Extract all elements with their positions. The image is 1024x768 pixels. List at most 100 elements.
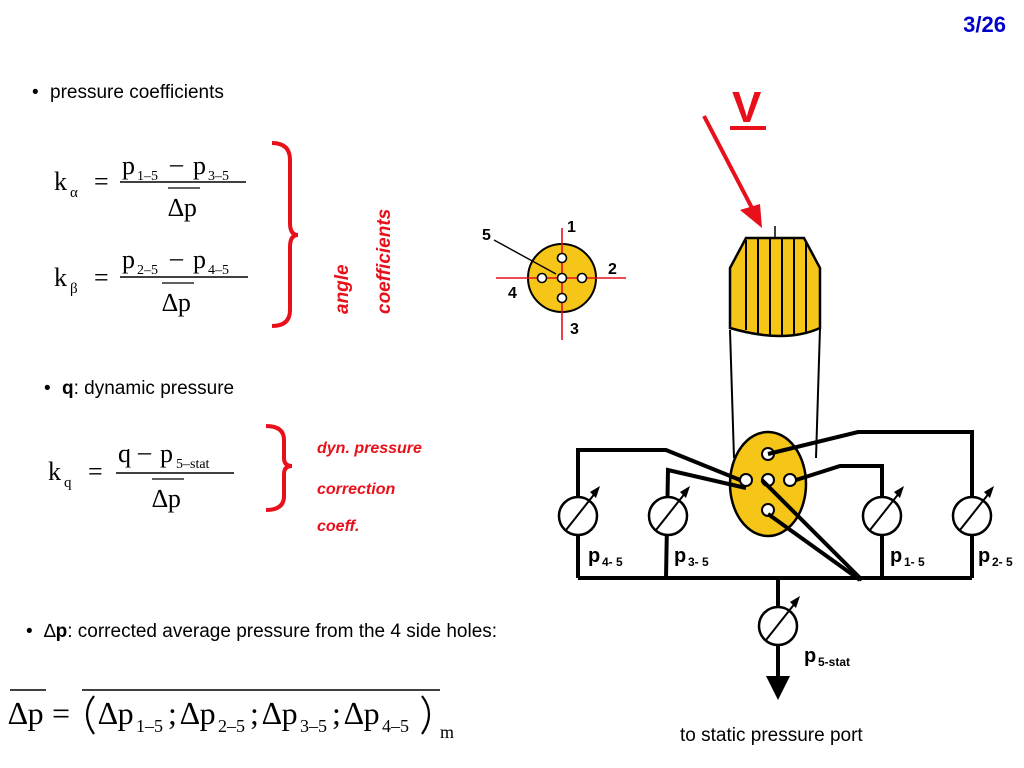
probe-tip	[728, 226, 822, 338]
dp-sep-2: ;	[250, 695, 259, 731]
formula-kq: k q = q – p 5–stat ∆p	[48, 437, 234, 513]
angle-coefficients-label: angle coefficients	[332, 209, 395, 314]
k-alpha-den: ∆p	[168, 193, 197, 222]
bullet-dot: •	[44, 378, 51, 399]
hole-5-leader	[493, 239, 557, 275]
dp-t1-sub: 1–5	[136, 716, 163, 736]
q-text: : dynamic pressure	[73, 378, 235, 399]
k-beta-sub: β	[70, 281, 78, 297]
bullet-text: pressure coefficients	[50, 82, 224, 103]
brace-dyn-path	[265, 424, 293, 512]
dp-t2: ∆p	[180, 695, 216, 731]
dp-text: : corrected average pressure from the 4 …	[67, 621, 498, 642]
formula-dp-average: ∆p = ∆p 1–5 ; ∆p 2–5 ; ∆p 3–5 ; ∆p 4–5 m	[8, 689, 454, 742]
gauge-label-sub-5-stat: 5-stat	[818, 655, 850, 669]
k-alpha-num-a-sub: 1–5	[137, 169, 158, 184]
label-coefficients: coefficients	[374, 209, 395, 314]
k-beta-minus: –	[169, 243, 184, 272]
hole-4	[536, 272, 548, 284]
hole-5	[556, 272, 568, 284]
k-beta-den: ∆p	[162, 288, 191, 317]
dp-sep-1: ;	[168, 695, 177, 731]
kq-num-a: q	[118, 439, 131, 468]
bullet-dot: •	[32, 82, 39, 103]
dp-lhs: ∆p	[8, 695, 44, 731]
gauge-label-p-1-5: p	[890, 545, 902, 567]
hole-label-3: 3	[570, 321, 579, 338]
bullet-delta-p: • ∆p: corrected average pressure from the…	[26, 621, 497, 643]
gauge-label-sub-3-5: 3- 5	[688, 555, 709, 569]
hole-1	[556, 252, 568, 264]
bullet-dot: •	[26, 621, 33, 642]
k-beta-num-b: p	[193, 245, 206, 274]
probe-head-diagram: 1 2 3 4 5	[482, 219, 626, 340]
k-alpha-num-b: p	[193, 151, 206, 180]
hole-label-2: 2	[608, 261, 617, 278]
gauge-label-p-4-5: p	[588, 545, 600, 567]
k-alpha-sub: α	[70, 185, 78, 201]
label-angle: angle	[332, 264, 353, 314]
kq-den: ∆p	[152, 484, 181, 513]
k-beta-num-a: p	[122, 245, 135, 274]
paren-right	[421, 695, 431, 735]
gauge-label-p-2-5: p	[978, 545, 990, 567]
label-dyn-pressure: dyn. pressure	[317, 440, 422, 457]
dp-t1: ∆p	[98, 695, 134, 731]
hole-label-5: 5	[482, 227, 491, 244]
dp-eq: =	[52, 695, 70, 731]
hole-3	[556, 292, 568, 304]
kq-eq: =	[88, 457, 103, 486]
base-hole-4	[739, 473, 753, 487]
label-coeff: coeff.	[317, 518, 360, 535]
k-beta-num-b-sub: 4–5	[208, 263, 229, 278]
static-port-caption: to static pressure port	[680, 725, 863, 746]
page-number: 3/26	[963, 12, 1006, 37]
kq-minus: –	[137, 437, 152, 466]
kq-symbol: k	[48, 457, 61, 486]
k-alpha-minus: –	[169, 149, 184, 178]
hole-2	[576, 272, 588, 284]
label-correction: correction	[317, 481, 396, 498]
probe-schematic: V	[557, 83, 1013, 700]
gauge-label-p-5-stat: p	[804, 645, 816, 667]
hole-label-4: 4	[508, 285, 517, 302]
gauge-1-5	[861, 486, 904, 537]
q-bold: q	[62, 378, 74, 399]
brace-angle	[271, 141, 299, 328]
k-alpha-num-a: p	[122, 151, 135, 180]
k-beta-eq: =	[94, 263, 109, 292]
k-alpha-eq: =	[94, 167, 109, 196]
dp-delta: ∆	[44, 621, 56, 642]
probe-shaft-left	[729, 329, 735, 459]
paren-left	[85, 695, 95, 735]
gauge-4-5	[557, 486, 600, 537]
gauge-label-sub-4-5: 4- 5	[602, 555, 623, 569]
bullet-pressure-coefficients: • pressure coefficients	[32, 82, 224, 104]
gauge-3-5	[647, 486, 690, 537]
k-alpha-num-b-sub: 3–5	[208, 169, 229, 184]
dp-t3: ∆p	[262, 695, 298, 731]
formula-angle-coefficients: k α = p 1–5 – p 3–5 ∆p k β = p 2–5 – p 4…	[54, 149, 248, 317]
static-port-arrow	[766, 676, 790, 700]
k-beta-symbol: k	[54, 263, 67, 292]
dp-t3-sub: 3–5	[300, 716, 327, 736]
kq-num-b-sub: 5–stat	[176, 457, 210, 472]
k-beta-num-a-sub: 2–5	[137, 263, 158, 278]
gauge-label-sub-2-5: 2- 5	[992, 555, 1013, 569]
velocity-label: V	[732, 83, 762, 132]
bullet-dynamic-pressure: • q: dynamic pressure	[44, 378, 234, 400]
dp-bold: p	[55, 621, 68, 642]
dp-sub-m: m	[440, 722, 454, 742]
dp-t2-sub: 2–5	[218, 716, 245, 736]
base-hole-2	[783, 473, 797, 487]
brace-dyn	[265, 424, 293, 512]
gauge-5-stat	[757, 596, 800, 647]
dp-t4-sub: 4–5	[382, 716, 409, 736]
gauge-2-5	[951, 486, 994, 537]
brace-angle-path	[271, 141, 299, 328]
k-alpha-symbol: k	[54, 167, 67, 196]
probe-shaft-right	[815, 327, 821, 459]
kq-num-b: p	[160, 439, 173, 468]
gauge-label-p-3-5: p	[674, 545, 686, 567]
kq-sub: q	[64, 475, 72, 491]
